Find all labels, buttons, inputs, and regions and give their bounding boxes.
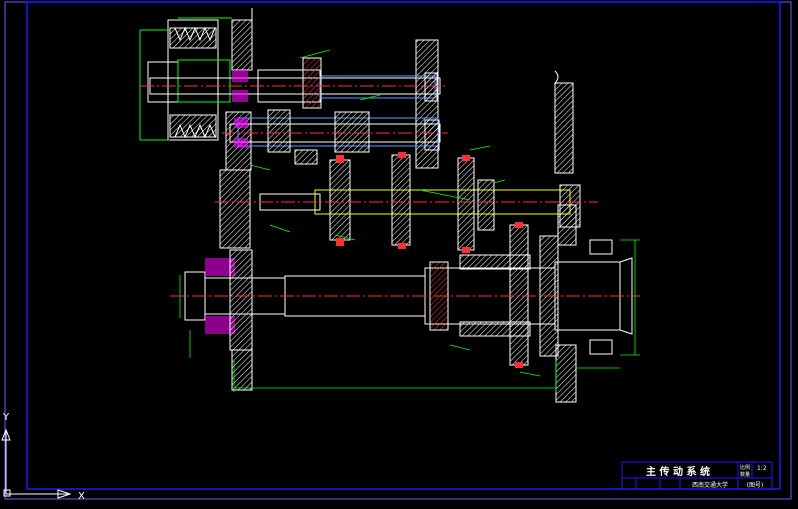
title-block-qty-label: 数量: [740, 471, 750, 478]
title-block-title: 主 传 动 系 统: [646, 465, 710, 478]
sheet-border: [4, 1, 792, 500]
shaft-1: [140, 57, 448, 109]
dimension-lines: [179, 49, 640, 392]
shaft-2: [222, 109, 448, 165]
pulley-group: [139, 17, 232, 141]
housing-walls: [219, 8, 577, 403]
ucs-y-label: Y: [2, 412, 10, 423]
ucs-x-label: X: [78, 491, 85, 502]
title-block-scale-value: 1:2: [757, 465, 767, 472]
title-block-note: (图号): [747, 482, 764, 489]
shaft-3: [215, 152, 598, 253]
title-block: [621, 461, 773, 490]
ucs-icon: [1, 428, 72, 499]
title-block-scale-label: 比例: [740, 464, 750, 471]
main-spindle: [170, 222, 640, 368]
drawing-frame: [26, 1, 781, 490]
title-block-school: 西南交通大学: [692, 481, 728, 489]
